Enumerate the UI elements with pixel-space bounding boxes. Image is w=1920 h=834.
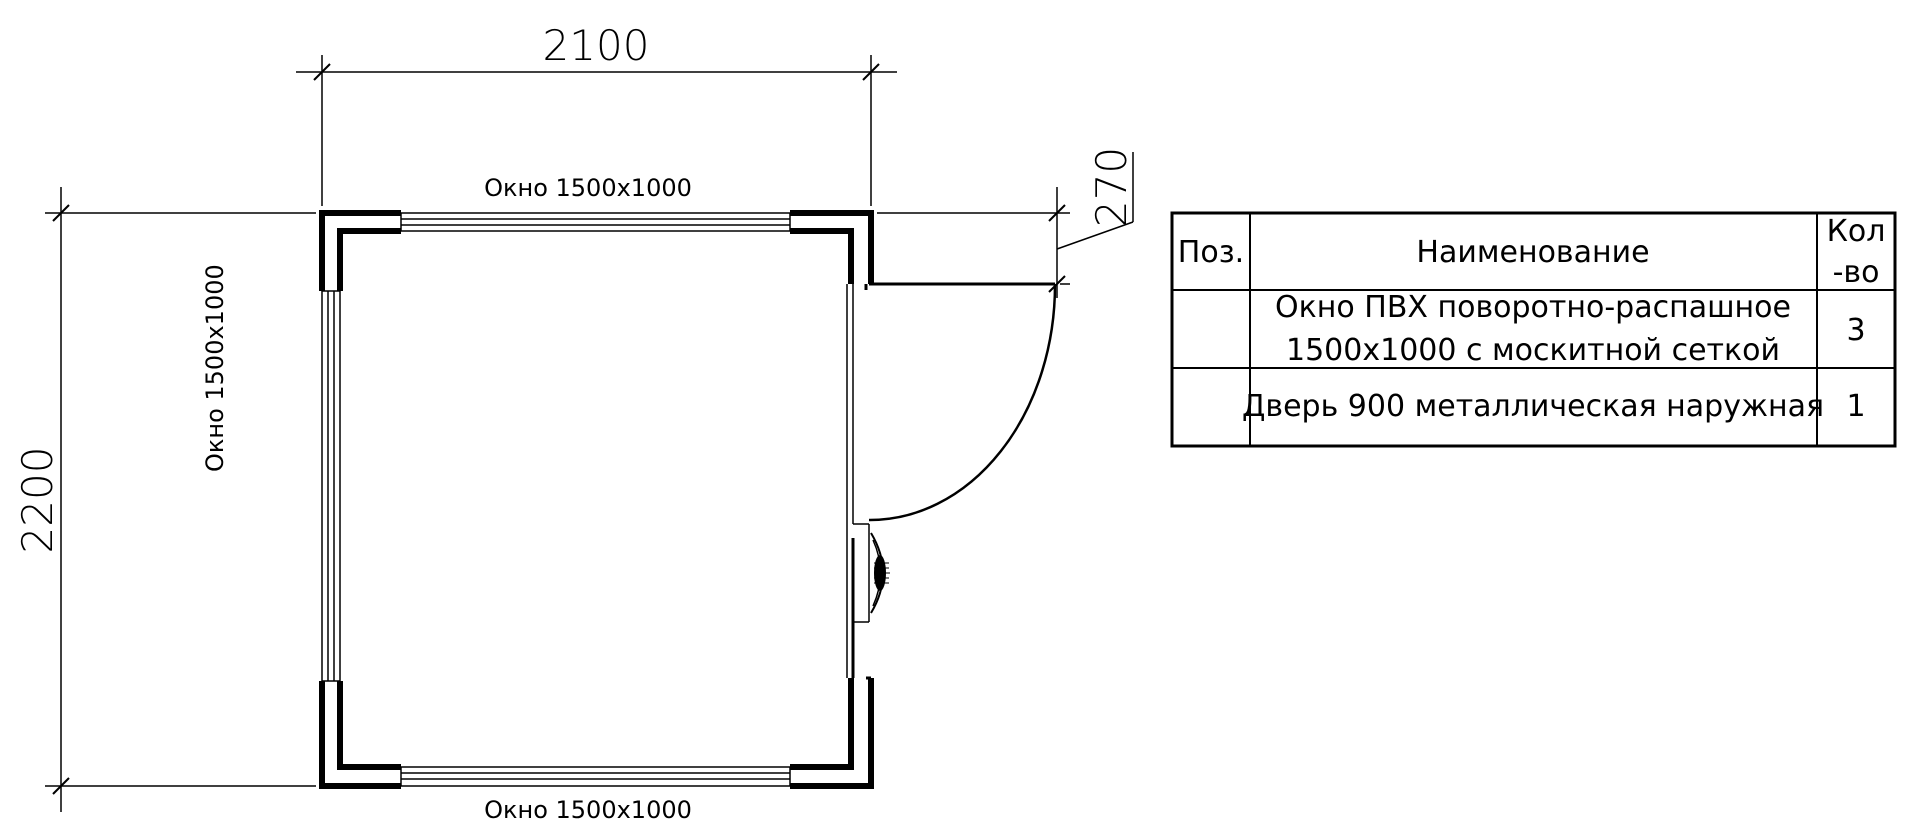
table-header-qty-line1: Кол <box>1827 214 1886 249</box>
window-top-label: Окно 1500x1000 <box>484 174 692 202</box>
spec-table <box>1170 211 1897 448</box>
table-row-1-name-line2: 1500x1000 с москитной сеткой <box>1286 333 1780 368</box>
inner-wall <box>337 228 854 770</box>
dimension-width <box>296 55 897 206</box>
table-row-1-name-line1: Окно ПВХ поворотно-распашное <box>1275 290 1791 325</box>
window-left <box>317 290 345 682</box>
door <box>845 282 1057 680</box>
table-header-name: Наименование <box>1416 235 1649 270</box>
window-left-label: Окно 1500x1000 <box>201 264 229 472</box>
table-row-2-qty: 1 <box>1846 389 1865 424</box>
window-top <box>400 208 791 236</box>
walls <box>319 210 874 789</box>
table-header-pos: Поз. <box>1178 235 1244 270</box>
door-swing-arc <box>868 283 1057 522</box>
table-header-qty-line2: -во <box>1833 255 1880 290</box>
wall-unit <box>870 532 890 614</box>
dimension-height-label: 2200 <box>13 447 62 554</box>
dimension-door-offset <box>877 152 1134 298</box>
dimension-door-offset-label: 270 <box>1087 147 1136 227</box>
table-row-1-qty: 3 <box>1846 313 1865 348</box>
dimension-width-label: 2100 <box>543 21 650 70</box>
outer-wall <box>319 210 874 789</box>
window-bottom-label: Окно 1500x1000 <box>484 796 692 824</box>
window-bottom <box>400 762 791 790</box>
table-row-2-name-line1: Дверь 900 металлическая наружная <box>1242 389 1824 424</box>
dimension-height <box>45 187 316 812</box>
